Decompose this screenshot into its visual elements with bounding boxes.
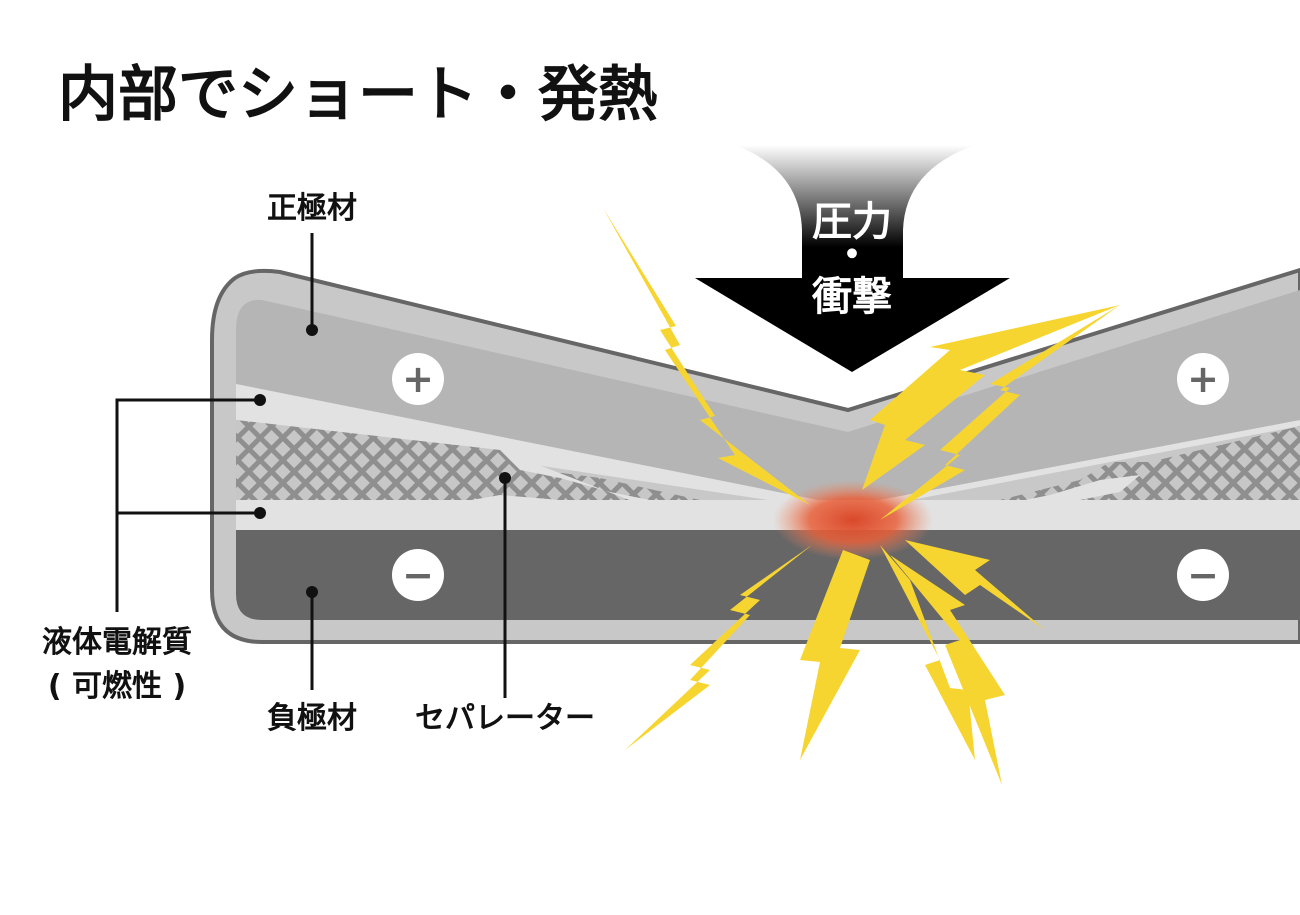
leader-dots [254,324,511,598]
heat-glow-icon [773,480,933,560]
down-arrow-icon [695,145,1010,372]
minus-icon: − [402,553,434,597]
electrolyte-band-lower [236,500,1300,530]
minus-sign-left: − [392,549,444,601]
electrolyte-label: 液体電解質 [42,625,192,660]
negative-electrode-layer [236,530,1300,620]
pressure-label-dot: ・ [832,232,872,278]
leader-lines [115,233,507,698]
pressure-label-line1: 圧力 [812,199,892,245]
plus-sign-right: + [1177,353,1229,405]
plus-icon: + [1187,357,1219,401]
separator-label: セパレーター [415,701,595,736]
plus-sign-left: + [392,353,444,405]
page-title: 内部でショート・発熱 [58,60,658,130]
plus-icon: + [402,357,434,401]
minus-sign-right: − [1177,549,1229,601]
pressure-label-line2: 衝撃 [811,274,892,320]
positive-electrode-layer [236,290,1300,506]
separator-layer-right [940,426,1300,518]
minus-icon: − [1187,553,1219,597]
electrolyte-flammable-label: ( 可燃性 ) [48,669,186,704]
positive-electrode-label: 正極材 [267,191,357,226]
separator-layer [236,420,760,516]
lightning-bolt-icon [603,208,1120,785]
negative-electrode-label: 負極材 [267,701,357,736]
